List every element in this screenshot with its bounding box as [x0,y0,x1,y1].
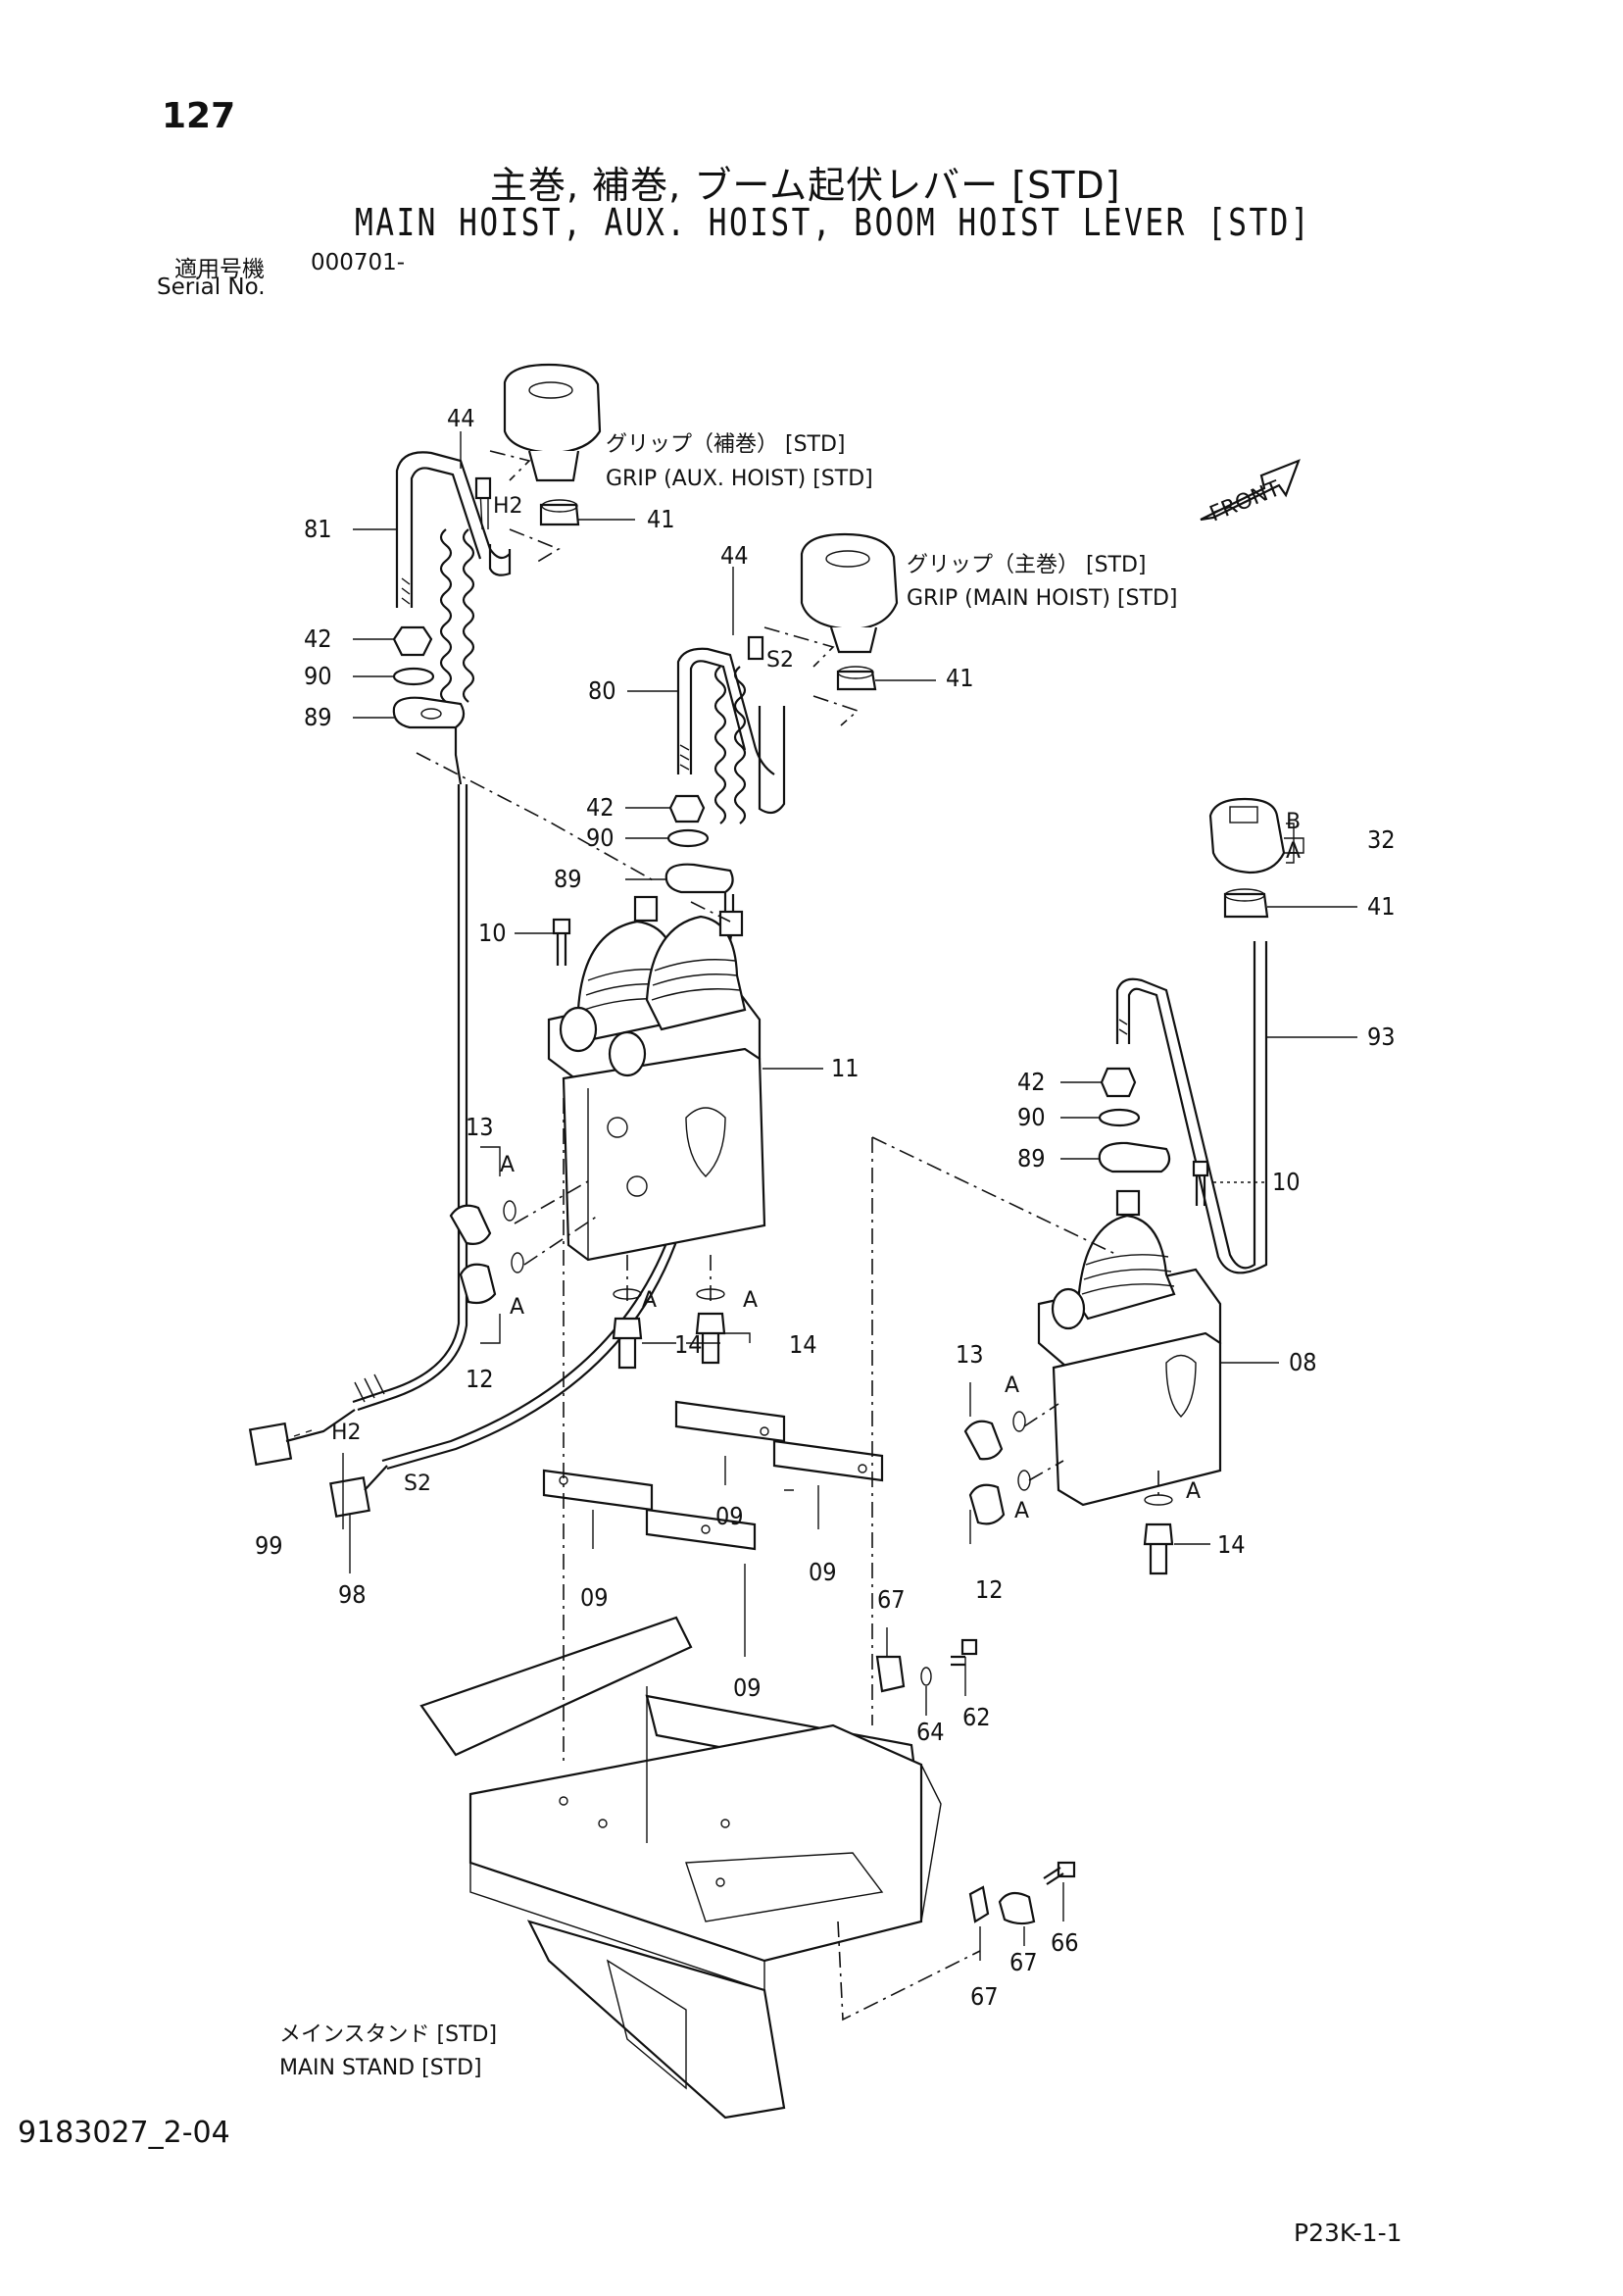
label-a-2: A [510,1295,524,1320]
label-a-grip: A [1286,839,1301,864]
callout-44a: 44 [447,404,475,432]
clamps-and-bolts [875,1638,1076,1925]
serial-label-japanese: 適用号機 [174,257,265,282]
grip-main-label-jp: グリップ（主巻） [STD] [907,553,1147,577]
boom-nut-washer-bracket [1098,1067,1209,1206]
label-h2-bottom: H2 [331,1421,362,1445]
callout-12b: 12 [975,1575,1004,1604]
label-a-6: A [1014,1499,1029,1523]
callout-90b: 90 [586,824,615,852]
callout-62: 62 [962,1703,991,1731]
callout-67c: 67 [970,1982,999,2011]
lever-valve-11 [547,895,766,1262]
callout-42c: 42 [1017,1068,1046,1096]
assembly-lines [416,450,1159,2021]
callout-64: 64 [916,1718,945,1746]
label-a-5: A [1005,1373,1019,1398]
wire-80 [676,635,786,815]
label-h2-top: H2 [493,494,523,519]
callout-09a: 09 [715,1502,744,1530]
wire-81 [395,451,512,608]
callout-67b: 67 [1009,1948,1038,1976]
lever-valve-08 [1037,1189,1222,1507]
callout-14c: 14 [1217,1530,1246,1559]
label-a-7: A [1186,1479,1201,1504]
callout-08: 08 [1289,1348,1317,1376]
grip-aux-label-en: GRIP (AUX. HOIST) [STD] [606,467,873,491]
page-code: P23K-1-1 [1294,2219,1402,2247]
main-stand-label-en: MAIN STAND [STD] [279,2056,482,2080]
callout-32: 32 [1367,825,1396,854]
callout-89b: 89 [554,865,582,893]
callout-81: 81 [304,515,332,543]
callout-80: 80 [588,676,616,705]
callout-89a: 89 [304,703,332,731]
title-japanese: 主巻, 補巻, ブーム起伏レバー [STD] [490,164,1121,207]
label-a-4: A [743,1288,758,1313]
label-b-grip: B [1286,810,1301,834]
page-number: 127 [162,96,236,136]
cable-coil-main [713,666,747,824]
elbow-fittings-left [449,1146,524,1344]
title-english: MAIN HOIST, AUX. HOIST, BOOM HOIST LEVER… [355,201,1312,244]
label-a-1: A [500,1153,515,1177]
grip-aux-label-jp: グリップ（補巻） [STD] [606,432,846,457]
callout-41b: 41 [946,664,974,692]
callout-09d: 09 [733,1673,762,1702]
callout-14a: 14 [674,1330,703,1359]
lever-93 [1115,941,1268,1274]
front-arrow-icon: FRONT [1200,459,1301,527]
callout-10a: 10 [478,919,507,947]
callout-44b: 44 [720,541,749,570]
callout-09c: 09 [580,1583,609,1612]
callout-41c: 41 [1367,892,1396,921]
callout-11: 11 [831,1054,860,1082]
document-number: 9183027_2-04 [18,2116,230,2150]
callout-42b: 42 [586,793,615,822]
cable-coil-aux [439,476,492,785]
label-s2-bottom: S2 [404,1472,431,1496]
callout-66: 66 [1051,1928,1079,1957]
callout-14b: 14 [789,1330,817,1359]
callout-89c: 89 [1017,1144,1046,1173]
plates-09 [542,1400,884,1551]
callout-12a: 12 [466,1365,494,1393]
fittings-14-left [612,1288,726,1370]
callout-13b: 13 [956,1340,984,1369]
callout-93: 93 [1367,1023,1396,1051]
callout-10b: 10 [1272,1168,1301,1196]
aux-leadwire [248,784,468,1467]
elbow-fittings-right [963,1411,1174,1575]
callout-99: 99 [255,1531,283,1560]
grip-main-label-en: GRIP (MAIN HOIST) [STD] [907,586,1177,611]
label-s2-top: S2 [766,648,794,673]
grip-aux-hoist [503,363,602,526]
callout-90c: 90 [1017,1103,1046,1131]
leader-lines [342,431,1357,1961]
main-nut-washer-bracket [664,794,734,894]
grip-boom-32 [1208,797,1286,919]
front-label: FRONT [1206,476,1285,527]
label-a-3: A [642,1288,657,1313]
main-stand-label-jp: メインスタンド [STD] [279,2022,497,2047]
callout-13a: 13 [466,1113,494,1141]
bolt-10a [552,918,571,966]
callout-09b: 09 [809,1558,837,1586]
grip-main-hoist [800,532,899,691]
callout-41a: 41 [647,505,675,533]
serial-number-value: 000701- [311,250,406,275]
main-stand [419,1616,942,2120]
callout-42a: 42 [304,624,332,653]
callout-67a: 67 [877,1585,906,1614]
callout-98: 98 [338,1580,367,1609]
aux-nut-washer-bracket [392,625,466,729]
serial-label-english: Serial No. [157,275,266,300]
callout-90a: 90 [304,662,332,690]
